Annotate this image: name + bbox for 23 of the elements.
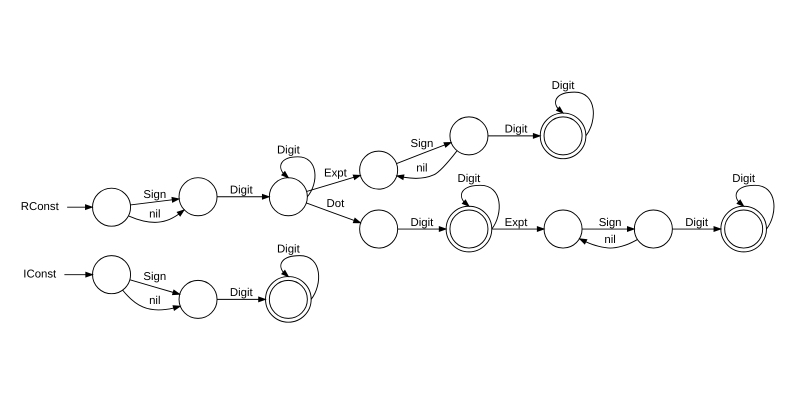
edge-label: Sign: [143, 188, 166, 201]
edge-label: Digit: [552, 79, 574, 92]
node-text: RConst: [20, 200, 59, 213]
edge-label: Sign: [410, 137, 434, 150]
edge-label: Digit: [458, 172, 480, 185]
edge-label: Dot: [326, 197, 344, 210]
edge-label: Digit: [276, 242, 300, 255]
edge-label: nil: [604, 233, 616, 246]
edge-label: Digit: [276, 144, 300, 156]
edge-label: Digit: [230, 184, 253, 196]
edge-label: Expt: [504, 216, 528, 228]
edge-label: Digit: [504, 123, 528, 136]
edge-label: nil: [149, 208, 160, 220]
edge-label: Sign: [143, 270, 166, 282]
edge-label: Digit: [230, 286, 253, 299]
edge-label: Digit: [685, 216, 708, 228]
node-text: IConst: [23, 268, 56, 280]
edge-label: nil: [149, 294, 160, 306]
edge-label: Sign: [598, 216, 622, 228]
edge-label: nil: [416, 162, 428, 174]
edge-label: Digit: [732, 172, 756, 185]
edge-label: Expt: [324, 166, 347, 179]
edge-label: Digit: [410, 216, 434, 228]
